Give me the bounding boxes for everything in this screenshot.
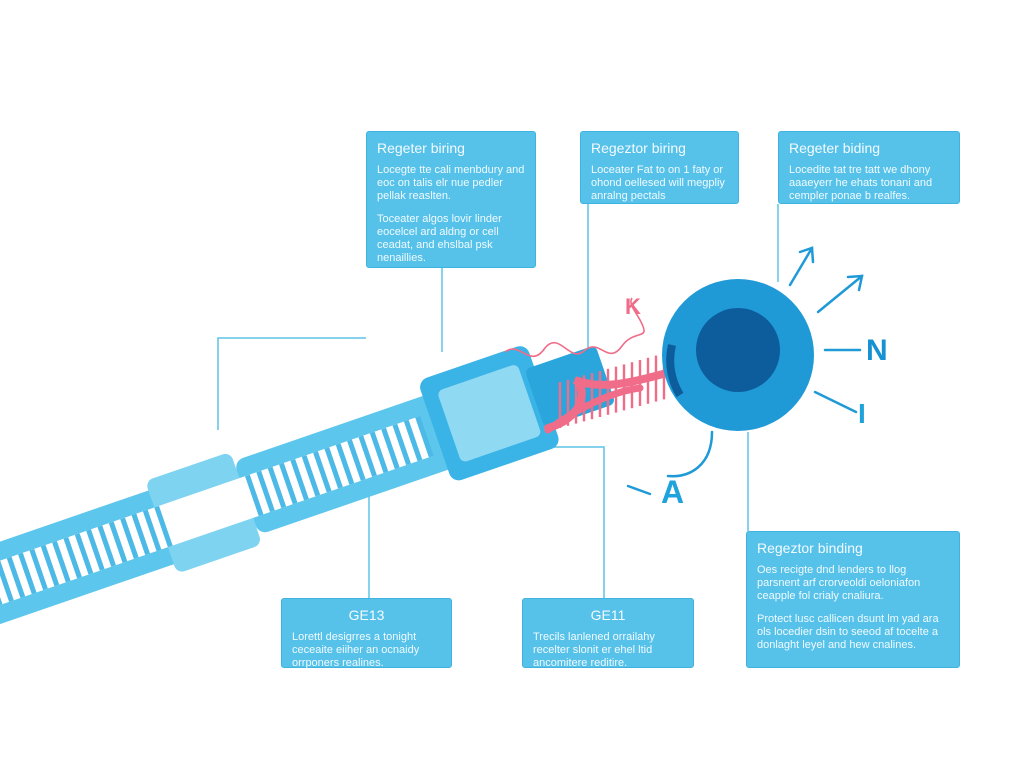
coil-stripe (381, 427, 400, 470)
leader-line-5 (545, 446, 605, 598)
pink-strands (504, 297, 689, 434)
callout-receptor-binding-1: Regeter biring Locegte tte cali menbdury… (366, 131, 536, 268)
label-i: I (858, 398, 866, 429)
coil-stripe (52, 541, 71, 583)
callout-text: Oes recigte dnd lenders to llog parsnent… (757, 564, 921, 602)
coil-stripe (279, 462, 298, 505)
callout-receptor-binding-2: Regeztor biring Loceater Fat to on 1 fat… (580, 131, 739, 204)
coil-stripe (18, 552, 37, 595)
coil-stripe (313, 451, 332, 493)
coil-stripe (358, 435, 377, 477)
coil-stripe (324, 447, 343, 489)
target-cell (662, 279, 814, 431)
cell-nucleus (696, 308, 780, 392)
coil-stripe (347, 439, 366, 481)
callout-title: GE11 (590, 607, 626, 623)
callout-title: GE13 (348, 607, 385, 623)
arc-a (666, 430, 714, 478)
callout-ge11: GE11 Trecils lanlened orrailahy recelter… (522, 598, 694, 669)
coil-stripe (403, 419, 423, 462)
coil-stripe (142, 509, 162, 552)
cell-highlight (666, 344, 684, 398)
callout-title: Regeter biding (789, 140, 881, 156)
coil-stripe (40, 544, 60, 587)
coil-stripe (154, 505, 173, 548)
callout-text: Toceater algos lovir linder eocelcel ard… (377, 213, 502, 264)
leader-lines (217, 204, 779, 598)
callout-title: Regeter biring (377, 140, 465, 156)
callout-text: Lorettl desigrres a tonight ceceaite eii… (292, 631, 420, 669)
pink-wavy-strand (504, 297, 645, 357)
coil-stripe (267, 466, 287, 509)
label-n: N (866, 334, 888, 367)
coil-stripe (97, 525, 116, 567)
callout-receptor-binding-4: Regeztor binding Oes recigte dnd lenders… (746, 531, 960, 668)
coil-stripe (63, 537, 82, 579)
coil-stripe (245, 474, 264, 516)
coil-stripe (0, 560, 14, 602)
tick-i (813, 390, 858, 414)
coil-stripe (415, 416, 434, 458)
callout-receptor-binding-3: Regeter biding Locedite tat tre tatt we … (778, 131, 960, 204)
callout-text: Protect lusc callicen dsunt lm yad ara o… (757, 613, 939, 651)
coil-stripe (301, 455, 321, 497)
tick-a (626, 484, 652, 496)
coil-stripe (392, 423, 411, 466)
signal-marks (626, 246, 864, 496)
coil-stripe (369, 431, 389, 473)
arrow-up-right-2 (816, 274, 864, 314)
arrow-head-1 (798, 246, 815, 264)
arrow-head-2 (846, 274, 864, 292)
tube-inner-channel (0, 416, 433, 610)
tube-connector-inner (438, 365, 541, 462)
coil-stripe (108, 521, 128, 563)
callout-title: Regeztor biring (591, 140, 686, 156)
coil-stripe (131, 513, 150, 556)
callout-text: Locegte tte cali menbdury and eoc on tal… (377, 164, 525, 202)
coil-stripe (120, 517, 139, 559)
coil-stripe (29, 548, 48, 591)
callout-ge13: GE13 Lorettl desigrres a tonight ceceait… (281, 598, 452, 669)
coil-stripe (6, 556, 26, 598)
pink-comb-teeth (558, 353, 666, 428)
callout-text: Loceater Fat to on 1 faty or ohond oelle… (591, 164, 725, 202)
coil-stripe (74, 533, 94, 575)
label-a: A (661, 474, 685, 510)
label-k: K (625, 294, 641, 319)
receptor-tube (0, 346, 614, 630)
callout-text: Trecils lanlened orrailahy recelter slon… (533, 631, 655, 669)
arrow-up-right-1 (788, 246, 814, 287)
callout-text: Locedite tat tre tatt we dhony aaaeyerr … (789, 164, 933, 202)
coil-stripe (290, 458, 309, 501)
tube-coil-stripes (0, 416, 434, 606)
coil-stripe (256, 470, 275, 513)
coil-stripe (335, 443, 355, 485)
callout-title: Regeztor binding (757, 540, 863, 556)
leader-line-1 (217, 337, 366, 430)
coil-stripe (86, 529, 105, 571)
